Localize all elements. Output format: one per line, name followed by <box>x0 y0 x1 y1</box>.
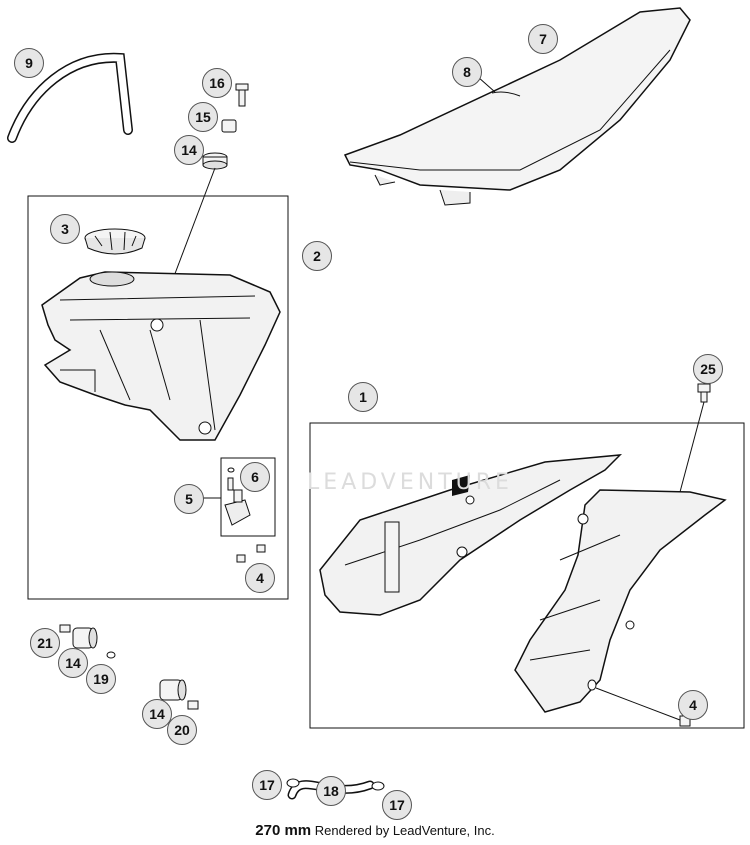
callout-3[interactable]: 3 <box>50 214 80 244</box>
dimension-label: 270 mm <box>255 822 312 839</box>
callout-15[interactable]: 15 <box>188 102 218 132</box>
credit-label: Rendered by LeadVenture, Inc. <box>314 823 495 838</box>
screw-part <box>235 83 249 107</box>
tank-spoiler-left-part <box>319 454 623 616</box>
callout-17[interactable]: 17 <box>252 770 282 800</box>
callout-17[interactable]: 17 <box>382 790 412 820</box>
callout-19[interactable]: 19 <box>86 664 116 694</box>
screw-part <box>697 383 711 403</box>
callout-4[interactable]: 4 <box>678 690 708 720</box>
callout-6[interactable]: 6 <box>240 462 270 492</box>
footer: 270 mm Rendered by LeadVenture, Inc. <box>0 822 750 839</box>
tank-spoiler-right-part <box>514 489 727 713</box>
fuel-pump-group-box <box>220 457 276 537</box>
bushing-part <box>221 119 237 133</box>
screw-part <box>59 624 71 633</box>
fuel-hose-part <box>7 52 133 143</box>
callout-1[interactable]: 1 <box>348 382 378 412</box>
seat-part <box>343 7 691 206</box>
callout-5[interactable]: 5 <box>174 484 204 514</box>
callout-2[interactable]: 2 <box>302 241 332 271</box>
hose-clamp-part <box>286 778 385 791</box>
callout-25[interactable]: 25 <box>693 354 723 384</box>
watermark: LEADVENTURE <box>307 470 513 495</box>
screw-part <box>236 544 266 563</box>
callout-8[interactable]: 8 <box>452 57 482 87</box>
leader-line <box>679 401 705 493</box>
callout-9[interactable]: 9 <box>14 48 44 78</box>
fuel-tank-group-box <box>27 195 289 600</box>
leader-line <box>477 76 496 93</box>
screw-part <box>187 700 199 710</box>
fuel-tank-part <box>41 271 281 441</box>
callout-7[interactable]: 7 <box>528 24 558 54</box>
washer-part <box>106 651 116 659</box>
fuel-cap-part <box>84 228 146 255</box>
tank-spoiler-group-box <box>309 422 745 729</box>
callout-14[interactable]: 14 <box>58 648 88 678</box>
rubber-bushing-part <box>159 679 187 701</box>
rubber-bushing-part <box>72 627 98 649</box>
fuel-pump-part <box>224 467 251 526</box>
callout-21[interactable]: 21 <box>30 628 60 658</box>
callout-18[interactable]: 18 <box>316 776 346 806</box>
callout-14[interactable]: 14 <box>174 135 204 165</box>
callout-4[interactable]: 4 <box>245 563 275 593</box>
leader-line <box>595 687 681 721</box>
callout-16[interactable]: 16 <box>202 68 232 98</box>
callout-20[interactable]: 20 <box>167 715 197 745</box>
rubber-bushing-part <box>202 152 228 170</box>
